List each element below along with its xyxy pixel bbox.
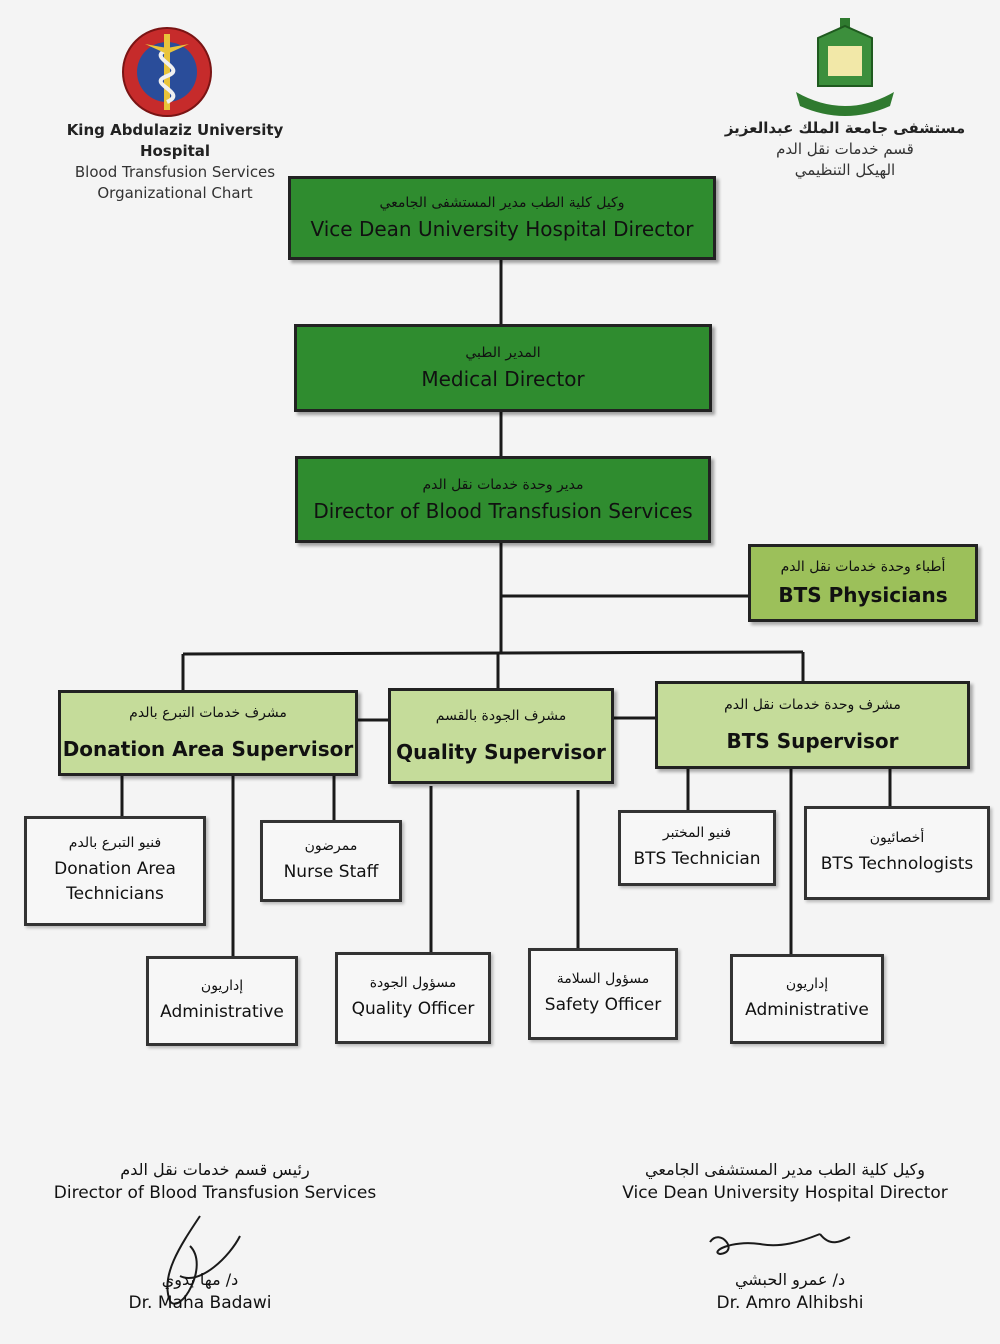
safety-officer-box: مسؤول السلامة Safety Officer — [528, 948, 678, 1040]
administrative-left-en: Administrative — [160, 1001, 284, 1022]
nurse-staff-box: ممرضون Nurse Staff — [260, 820, 402, 902]
quality-supervisor-ar: مشرف الجودة بالقسم — [435, 708, 567, 724]
left-signature-title-en: Director of Blood Transfusion Services — [53, 1183, 377, 1203]
right-signature-block: وكيل كلية الطب مدير المستشفى الجامعي Vic… — [600, 1160, 970, 1203]
bts-technician-en: BTS Technician — [633, 848, 761, 869]
quality-supervisor-box: مشرف الجودة بالقسم Quality Supervisor — [388, 688, 614, 784]
administrative-right-ar: إداريون — [785, 975, 829, 992]
right-signature-name-ar: د/ عمرو الحبشي — [734, 1270, 846, 1289]
vice-dean-ar: وكيل كلية الطب مدير المستشفى الجامعي — [379, 195, 625, 211]
administrative-left-ar: إداريون — [200, 977, 244, 994]
left-signature-name-ar: د/ مها بدوي — [161, 1270, 239, 1289]
bts-technician-box: فنيو المختبر BTS Technician — [618, 810, 776, 886]
bts-physicians-box: أطباء وحدة خدمات نقل الدم BTS Physicians — [748, 544, 978, 622]
director-bts-box: مدير وحدة خدمات نقل الدم Director of Blo… — [295, 456, 711, 543]
left-signature-name: د/ مها بدوي Dr. Maha Badawi — [100, 1270, 300, 1313]
vice-dean-box: وكيل كلية الطب مدير المستشفى الجامعي Vic… — [288, 176, 716, 260]
right-signature-title-ar: وكيل كلية الطب مدير المستشفى الجامعي — [645, 1160, 925, 1179]
bts-physicians-ar: أطباء وحدة خدمات نقل الدم — [780, 559, 946, 575]
left-signature-block: رئيس قسم خدمات نقل الدم Director of Bloo… — [40, 1160, 390, 1203]
administrative-right-en: Administrative — [745, 999, 869, 1020]
quality-officer-ar: مسؤول الجودة — [369, 974, 457, 991]
quality-officer-en: Quality Officer — [351, 998, 475, 1019]
donation-technicians-box: فنيو التبرع بالدم Donation Area Technici… — [24, 816, 206, 926]
vice-dean-en: Vice Dean University Hospital Director — [310, 217, 694, 241]
hospital-logo — [115, 20, 219, 120]
hospital-name-ar: مستشفى جامعة الملك عبدالعزيز — [724, 119, 966, 137]
document-title-ar: الهيكل التنظيمي — [794, 161, 896, 179]
donation-supervisor-box: مشرف خدمات التبرع بالدم Donation Area Su… — [58, 690, 358, 776]
nurse-staff-ar: ممرضون — [304, 837, 358, 854]
medical-director-box: المدير الطبي Medical Director — [294, 324, 712, 412]
bts-technologists-ar: أخصائيون — [869, 829, 925, 846]
department-name-ar: قسم خدمات نقل الدم — [776, 140, 914, 158]
right-signature-name-en: Dr. Amro Alhibshi — [716, 1293, 864, 1313]
donation-technicians-en: Donation Area Technicians — [54, 859, 176, 904]
department-name: Blood Transfusion Services — [74, 163, 276, 181]
safety-officer-ar: مسؤول السلامة — [556, 970, 650, 987]
bts-technologists-box: أخصائيون BTS Technologists — [804, 806, 990, 900]
bts-technician-ar: فنيو المختبر — [662, 824, 732, 841]
administrative-left-box: إداريون Administrative — [146, 956, 298, 1046]
left-signature-name-en: Dr. Maha Badawi — [128, 1293, 272, 1313]
quality-officer-box: مسؤول الجودة Quality Officer — [335, 952, 491, 1044]
left-header: King Abdulaziz University Hospital Blood… — [30, 120, 320, 204]
director-bts-ar: مدير وحدة خدمات نقل الدم — [422, 476, 584, 493]
bts-supervisor-ar: مشرف وحدة خدمات نقل الدم — [724, 697, 901, 713]
left-signature-title-ar: رئيس قسم خدمات نقل الدم — [120, 1160, 310, 1179]
safety-officer-en: Safety Officer — [544, 994, 662, 1015]
donation-supervisor-ar: مشرف خدمات التبرع بالدم — [129, 705, 287, 721]
medical-director-ar: المدير الطبي — [465, 345, 541, 361]
donation-supervisor-en: Donation Area Supervisor — [62, 737, 354, 761]
bts-technologists-en: BTS Technologists — [820, 853, 974, 874]
medical-director-en: Medical Director — [421, 367, 585, 391]
donation-technicians-ar: فنيو التبرع بالدم — [68, 835, 162, 851]
hospital-name: King Abdulaziz University Hospital — [66, 121, 284, 160]
administrative-right-box: إداريون Administrative — [730, 954, 884, 1044]
right-handwritten-signature — [709, 1233, 851, 1256]
document-title: Organizational Chart — [97, 184, 253, 202]
right-signature-name: د/ عمرو الحبشي Dr. Amro Alhibshi — [690, 1270, 890, 1313]
bts-supervisor-en: BTS Supervisor — [726, 729, 899, 753]
quality-supervisor-en: Quality Supervisor — [396, 740, 606, 764]
bts-supervisor-box: مشرف وحدة خدمات نقل الدم BTS Supervisor — [655, 681, 970, 769]
right-signature-title-en: Vice Dean University Hospital Director — [622, 1183, 948, 1203]
director-bts-en: Director of Blood Transfusion Services — [313, 498, 693, 523]
right-header: مستشفى جامعة الملك عبدالعزيز قسم خدمات ن… — [700, 118, 990, 181]
university-logo — [790, 16, 900, 120]
bts-physicians-en: BTS Physicians — [778, 583, 948, 607]
left-handwritten-signature — [166, 1215, 241, 1305]
nurse-staff-en: Nurse Staff — [283, 861, 379, 882]
